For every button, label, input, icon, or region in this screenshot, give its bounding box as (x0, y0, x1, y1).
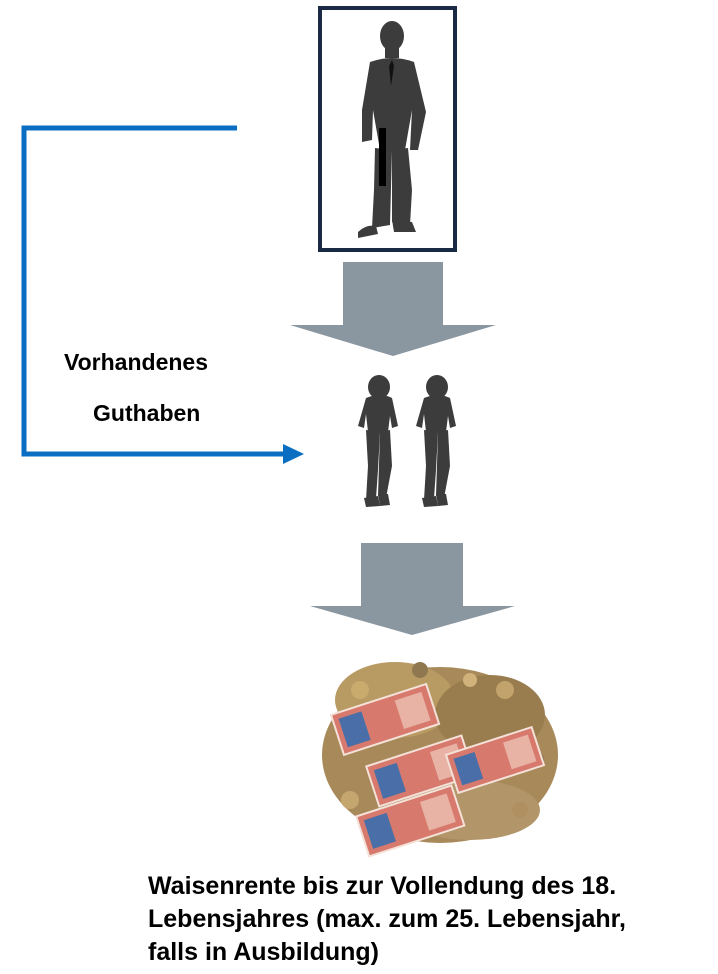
flow-arrow-label-line-1: Vorhandenes (64, 349, 208, 375)
caption-line-3: falls in Ausbildung) (148, 938, 380, 966)
caption-line-1: Waisenrente bis zur Vollendung des 18. (148, 872, 617, 900)
child-silhouette-icon (358, 375, 456, 507)
caption-line-2: Lebensjahres (max. zum 25. Lebensjahr, (148, 905, 626, 933)
pension-caption: Waisenrente bis zur Vollendung des 18. L… (148, 870, 716, 969)
flow-arrow-connector (21, 125, 304, 464)
man-silhouette-icon (358, 21, 426, 238)
money-pile-icon (322, 662, 558, 858)
flow-arrow-head (283, 444, 304, 464)
flow-arrow-label-line-2: Guthaben (93, 400, 201, 426)
down-arrow-1 (290, 262, 496, 356)
down-arrow-2 (310, 543, 515, 635)
